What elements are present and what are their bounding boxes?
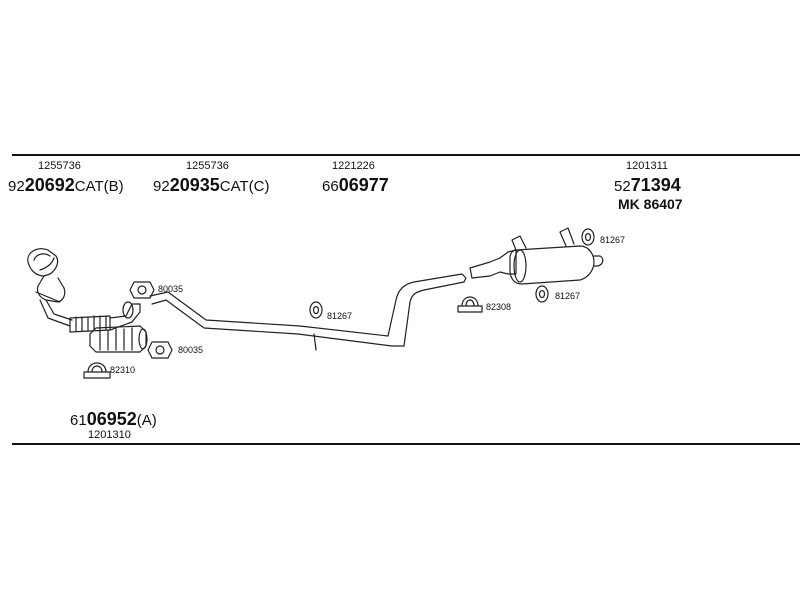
oe-number-4: 1201311 <box>626 160 669 172</box>
clamp-front <box>83 362 111 379</box>
gasket-top <box>129 281 155 299</box>
gasket-bottom <box>147 341 173 359</box>
top-rule <box>12 154 800 156</box>
clamp-front-label: 82310 <box>110 365 136 375</box>
clamp-rear-label: 82308 <box>486 302 512 312</box>
oe-number-3: 1221226 <box>332 160 375 172</box>
part-number-2: 9220935CAT(C) <box>153 175 270 195</box>
hanger-rear-bottom-label: 81267 <box>555 291 581 301</box>
rear-muffler <box>469 227 604 285</box>
catalytic-converter-front <box>27 248 73 327</box>
part-number-1: 9220692CAT(B) <box>8 175 124 195</box>
bottom-rule <box>12 443 800 445</box>
hanger-rear-bottom <box>535 285 549 303</box>
hanger-mid <box>309 301 323 319</box>
oe-number-2: 1255736 <box>186 160 229 172</box>
catalytic-converter-rear <box>89 325 148 353</box>
hanger-rear-top <box>581 228 595 246</box>
part-number-bottom: 6106952(A) <box>70 409 157 429</box>
middle-pipe <box>149 273 467 351</box>
gasket-bottom-label: 80035 <box>178 345 204 355</box>
oe-number-1: 1255736 <box>38 160 81 172</box>
clamp-rear <box>457 296 483 313</box>
mounting-kit-number: MK 86407 <box>618 196 683 212</box>
oe-number-bottom: 1201310 <box>88 429 131 441</box>
front-flex-pipe <box>69 301 141 333</box>
gasket-top-label: 80035 <box>158 284 184 294</box>
hanger-mid-label: 81267 <box>327 311 353 321</box>
part-number-3: 6606977 <box>322 175 389 195</box>
hanger-rear-top-label: 81267 <box>600 235 626 245</box>
part-number-4: 5271394 <box>614 175 681 195</box>
